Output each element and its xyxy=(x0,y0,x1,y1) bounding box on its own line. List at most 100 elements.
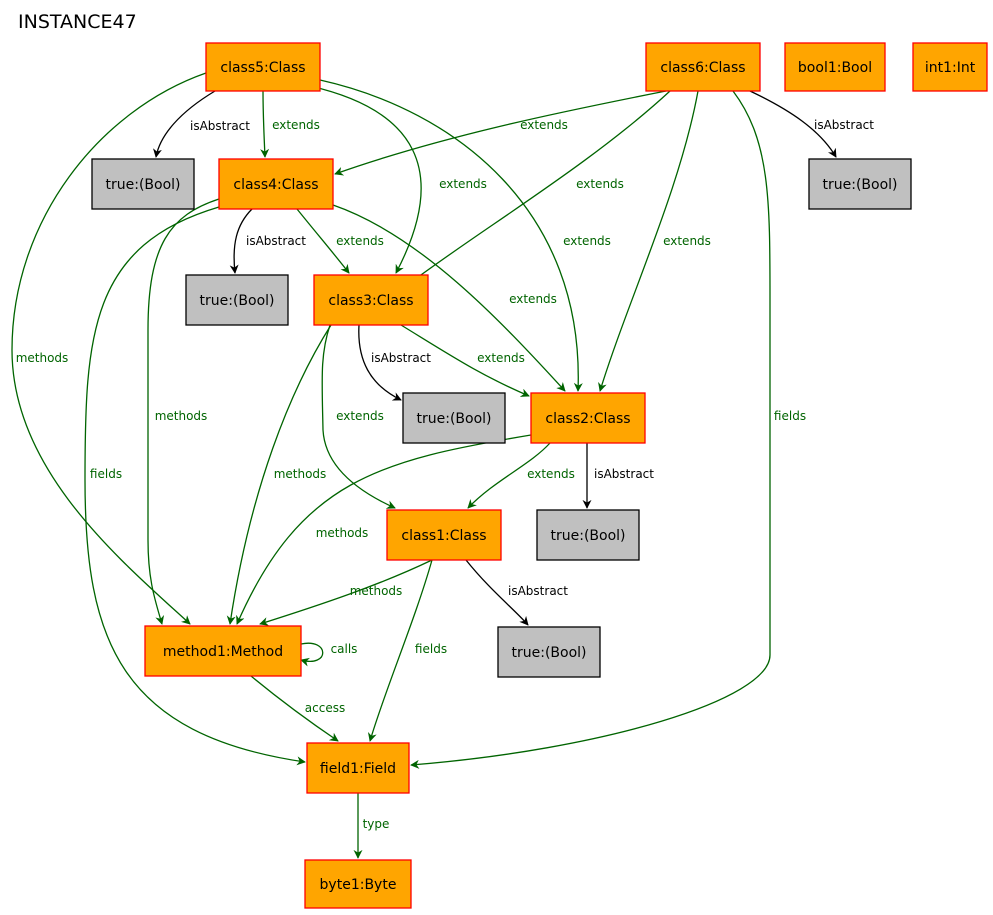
edge-label: isAbstract xyxy=(190,119,250,133)
node-label: true:(Bool) xyxy=(823,177,898,193)
node-box xyxy=(205,42,321,92)
edge-label: extends xyxy=(563,234,611,248)
edge-label: isAbstract xyxy=(371,351,431,365)
edge-label: extends xyxy=(509,292,557,306)
node-box xyxy=(784,42,886,92)
node-label: class1:Class xyxy=(401,528,486,544)
node-t3: true:(Bool) xyxy=(402,392,506,444)
edge-class6-t6-isabstract: isAbstract xyxy=(749,90,874,158)
edge-label: extends xyxy=(527,467,575,481)
node-class1: class1:Class xyxy=(386,509,502,561)
node-box xyxy=(645,42,761,92)
diagram-title: INSTANCE47 xyxy=(18,11,137,33)
node-box xyxy=(386,509,502,561)
node-label: field1:Field xyxy=(320,761,396,777)
edge-class5-class4-extends: extends xyxy=(260,90,320,158)
edge-line xyxy=(300,642,324,667)
edge-line xyxy=(749,90,837,158)
edge-class4-method1-methods: methods xyxy=(147,198,220,625)
node-label: byte1:Byte xyxy=(320,877,397,893)
node-box xyxy=(304,859,412,909)
edge-method1-field1-access: access xyxy=(250,675,345,742)
edge-line xyxy=(319,79,583,392)
edge-line xyxy=(467,442,551,509)
node-label: int1:Int xyxy=(925,60,976,76)
edge-class6-class3-extends: extends xyxy=(405,90,671,287)
edge-label: extends xyxy=(336,234,384,248)
node-box xyxy=(313,274,429,326)
edge-label: isAbstract xyxy=(508,584,568,598)
edge-line xyxy=(153,90,216,158)
edge-line xyxy=(405,90,671,287)
node-box xyxy=(536,509,640,561)
edge-label: fields xyxy=(774,409,806,423)
node-box xyxy=(144,625,302,677)
node-bool1: bool1:Bool xyxy=(784,42,886,92)
node-label: true:(Bool) xyxy=(417,411,492,427)
edge-class6-class2-extends: extends xyxy=(598,90,711,392)
node-label: class5:Class xyxy=(220,60,305,76)
edge-class2-t2-isabstract: isAbstract xyxy=(582,443,654,509)
node-field1: field1:Field xyxy=(306,742,410,794)
edge-line xyxy=(598,90,699,392)
node-int1: int1:Int xyxy=(912,42,988,92)
node-label: bool1:Bool xyxy=(798,60,872,76)
edge-label: extends xyxy=(663,234,711,248)
node-label: class4:Class xyxy=(233,177,318,193)
node-label: class6:Class xyxy=(660,60,745,76)
node-label: true:(Bool) xyxy=(106,177,181,193)
node-class4: class4:Class xyxy=(218,158,334,210)
node-byte1: byte1:Byte xyxy=(304,859,412,909)
edge-line xyxy=(358,324,402,401)
node-box xyxy=(91,158,195,210)
node-label: true:(Bool) xyxy=(551,528,626,544)
edge-class3-class2-extends: extends xyxy=(400,324,530,397)
node-class5: class5:Class xyxy=(205,42,321,92)
edge-class4-class2-extends: extends xyxy=(332,204,566,392)
edge-line xyxy=(259,559,433,626)
node-label: method1:Method xyxy=(163,644,283,660)
edge-label: isAbstract xyxy=(814,118,874,132)
node-method1: method1:Method xyxy=(144,625,302,677)
node-t5: true:(Bool) xyxy=(91,158,195,210)
edge-line xyxy=(332,204,566,392)
edge-class3-class1-extends: extends xyxy=(321,324,396,509)
edge-line xyxy=(84,206,306,766)
edge-class4-field1-fields: fields xyxy=(84,206,306,766)
edge-line xyxy=(465,559,529,626)
edge-label: methods xyxy=(316,526,369,540)
edge-label: fields xyxy=(90,467,122,481)
edge-class4-t4-isabstract: isAbstract xyxy=(229,208,306,274)
node-t1: true:(Bool) xyxy=(497,626,601,678)
edge-label: methods xyxy=(16,351,69,365)
edge-label: extends xyxy=(520,118,568,132)
edge-class6-class4-extends: extends xyxy=(334,90,667,176)
node-t2: true:(Bool) xyxy=(536,509,640,561)
node-class6: class6:Class xyxy=(645,42,761,92)
edge-label: methods xyxy=(155,409,208,423)
edge-label: extends xyxy=(477,351,525,365)
node-box xyxy=(402,392,506,444)
edge-line xyxy=(236,434,532,625)
edge-line xyxy=(400,324,530,397)
node-box xyxy=(912,42,988,92)
node-box xyxy=(185,274,289,326)
edge-class5-class2-extends: extends xyxy=(319,79,611,392)
edge-label: calls xyxy=(331,642,358,656)
edge-label: methods xyxy=(274,467,327,481)
edge-class3-method1-methods: methods xyxy=(226,324,332,625)
edge-line xyxy=(11,72,207,625)
node-box xyxy=(497,626,601,678)
edge-field1-byte1-type: type xyxy=(353,793,389,859)
node-t6: true:(Bool) xyxy=(808,158,912,210)
node-label: class2:Class xyxy=(545,411,630,427)
edge-line xyxy=(260,90,270,158)
edge-label: fields xyxy=(415,642,447,656)
node-box xyxy=(218,158,334,210)
edge-label: methods xyxy=(350,584,403,598)
edge-label: extends xyxy=(576,177,624,191)
edge-class4-class3-extends: extends xyxy=(296,208,384,274)
edge-method1-method1-calls: calls xyxy=(300,642,358,667)
edge-label: isAbstract xyxy=(246,234,306,248)
